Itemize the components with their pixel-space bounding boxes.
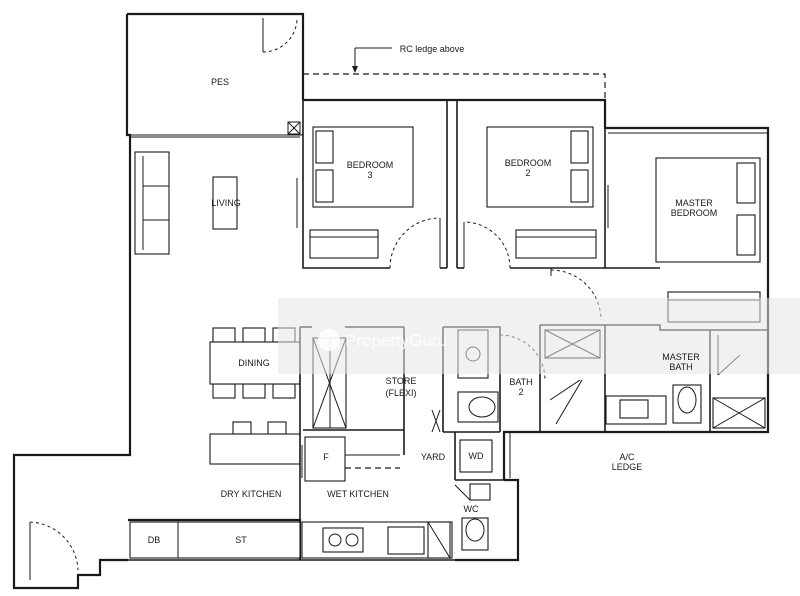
- master-bath-label-2: BATH: [669, 362, 692, 372]
- watermark: PropertyGuru: [318, 329, 447, 351]
- watermark-text: PropertyGuru: [345, 331, 447, 350]
- ac-ledge-label: A/C: [619, 452, 635, 462]
- wet-kitchen-label: WET KITCHEN: [327, 489, 389, 499]
- db-label: DB: [148, 535, 161, 545]
- wet-kitchen: [301, 436, 400, 482]
- bedroom-3-number: 3: [367, 170, 372, 180]
- living-label: LIVING: [211, 198, 241, 208]
- main-door-icon: [29, 521, 79, 580]
- rc-ledge-outline: [303, 47, 606, 100]
- wc-room: [454, 483, 491, 551]
- outer-walls: [12, 12, 770, 590]
- watermark-band: [278, 298, 800, 374]
- wd-label: WD: [469, 451, 484, 461]
- ac-ledge-label-2: LEDGE: [612, 462, 643, 472]
- living-furniture: [134, 151, 238, 255]
- bedroom-2-furniture: [486, 126, 597, 259]
- master-bedroom-walls: [605, 132, 768, 269]
- bedroom-3-furniture: [309, 126, 414, 259]
- master-bedroom-label-2: BEDROOM: [671, 208, 718, 218]
- rc-ledge-label: RC ledge above: [400, 44, 465, 54]
- store-label: STORE: [386, 376, 417, 386]
- kitchen-counter: [129, 521, 453, 559]
- master-bedroom-furniture: [655, 157, 761, 323]
- pes-label: PES: [211, 77, 229, 87]
- st-label: ST: [235, 535, 247, 545]
- bath-2-number: 2: [518, 387, 523, 397]
- wc-label: WC: [464, 504, 479, 514]
- ac-ledge: [503, 432, 511, 480]
- bedroom-3-walls: [287, 100, 448, 269]
- bedroom-2-number: 2: [525, 168, 530, 178]
- yard-area: [431, 409, 504, 481]
- pes-door-icon: [262, 17, 298, 53]
- dry-kitchen-label: DRY KITCHEN: [221, 489, 282, 499]
- dining-furniture: [209, 327, 301, 465]
- room-labels: RC ledge above PES LIVING BEDROOM 3 BEDR…: [148, 44, 718, 545]
- master-bedroom-label: MASTER: [675, 198, 713, 208]
- bedroom-2-label: BEDROOM: [505, 158, 552, 168]
- dining-label: DINING: [238, 358, 270, 368]
- store-flexi-label: (FLEXI): [385, 388, 416, 398]
- master-bath: [605, 324, 768, 432]
- bedroom-3-label: BEDROOM: [347, 160, 394, 170]
- bath-2-label: BATH: [509, 377, 532, 387]
- fridge-label: F: [323, 452, 329, 462]
- master-bath-label: MASTER: [662, 352, 700, 362]
- yard-label: YARD: [421, 452, 446, 462]
